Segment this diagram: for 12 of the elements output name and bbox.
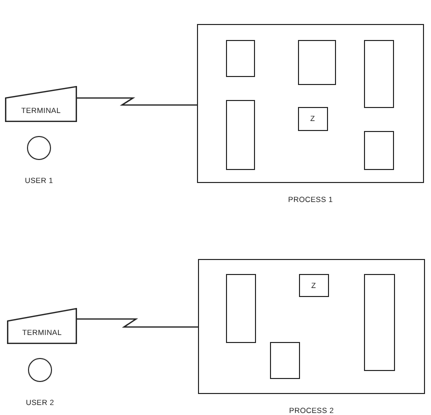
empty-box <box>298 40 336 85</box>
communication-line <box>77 318 198 328</box>
empty-box <box>226 274 256 343</box>
empty-box <box>364 130 394 170</box>
empty-box <box>270 342 300 379</box>
communication-line <box>77 97 197 106</box>
user-circle <box>28 358 52 382</box>
user-circle <box>27 136 51 160</box>
empty-box <box>226 100 255 170</box>
empty-box <box>226 40 255 77</box>
empty-box <box>364 274 395 371</box>
empty-box <box>364 40 394 108</box>
